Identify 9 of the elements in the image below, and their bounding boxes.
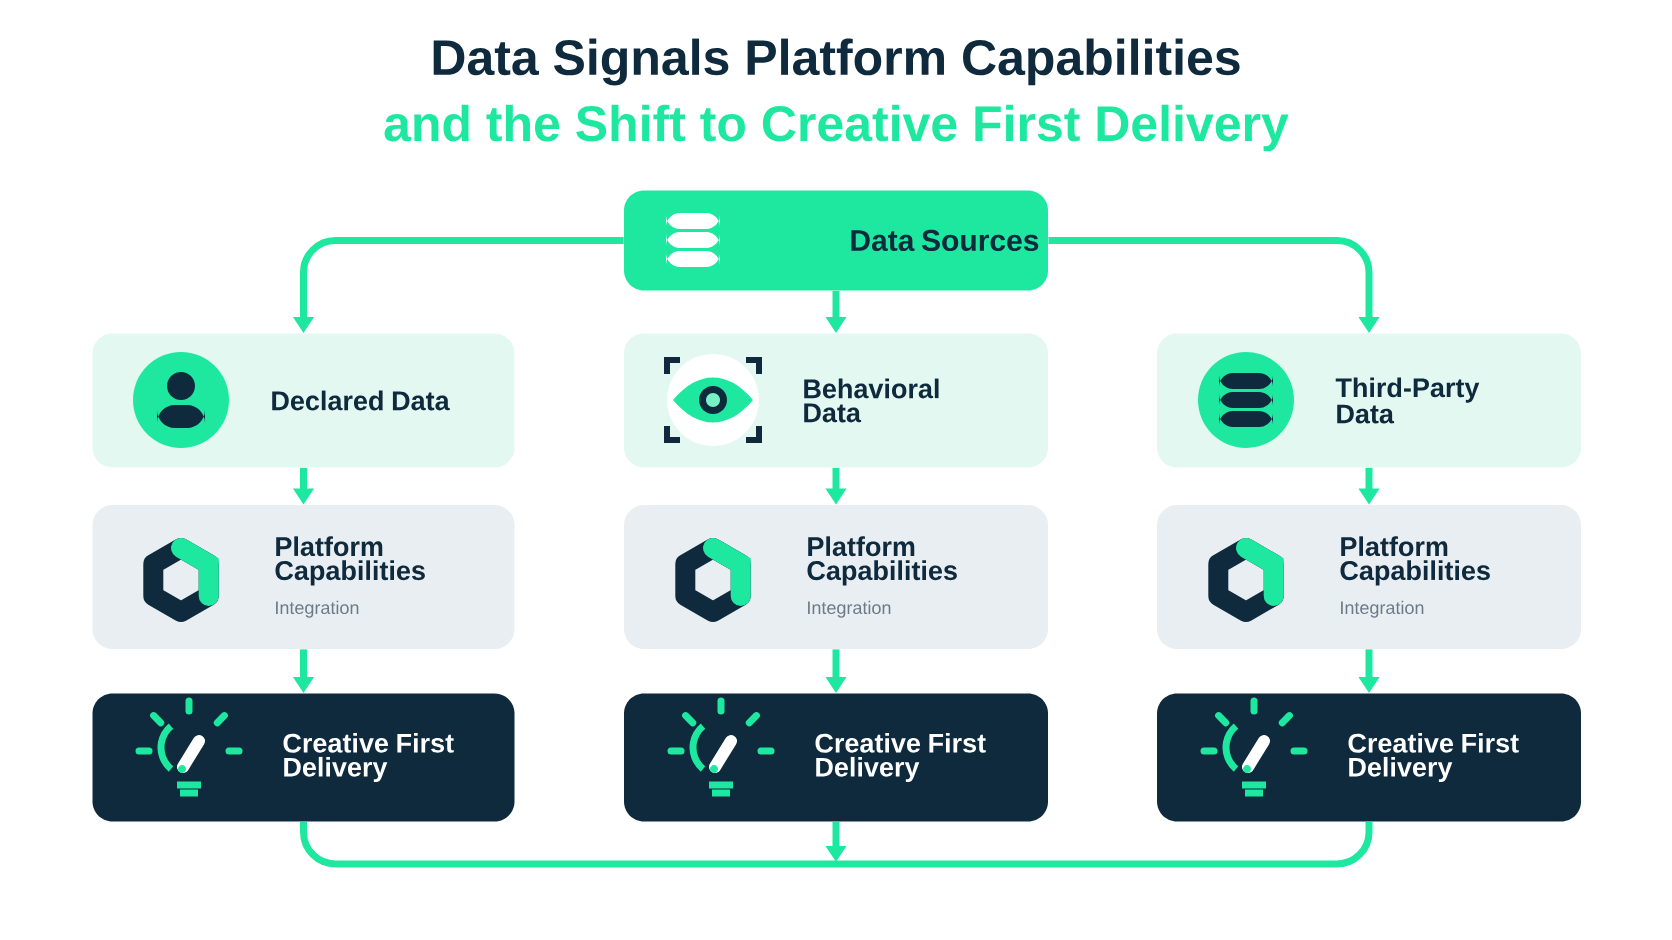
delivery-card: Creative First Delivery	[624, 693, 1048, 822]
platform-card: Platform Capabilities Integration	[624, 505, 1048, 649]
delivery-card: Creative First Delivery	[1157, 693, 1581, 822]
source-box: Data Sources	[624, 190, 1048, 291]
delivery-card: Creative First Delivery	[92, 693, 515, 822]
platform-card: Platform Capabilities Integration	[1157, 505, 1581, 649]
connector-line	[300, 821, 1373, 868]
platform-card: Platform Capabilities Integration	[92, 505, 515, 649]
title: Data Signals Platform Capabilities	[433, 38, 1240, 86]
